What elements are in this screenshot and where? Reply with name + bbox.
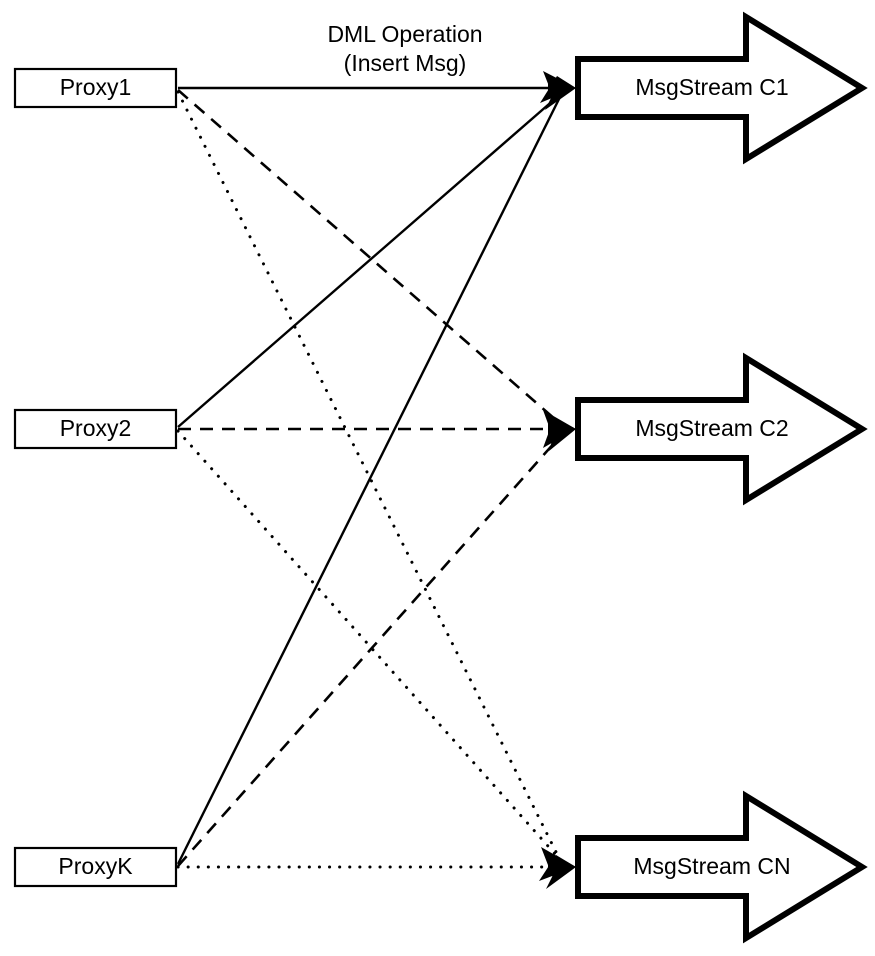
proxy-node-proxyk[interactable]: ProxyK bbox=[13, 846, 178, 888]
arrowhead-layer bbox=[539, 71, 576, 889]
block-arrow-shape[interactable] bbox=[575, 790, 868, 944]
proxy-layer: Proxy1 Proxy2 ProxyK bbox=[13, 67, 178, 888]
block-arrow-shape[interactable] bbox=[575, 11, 868, 165]
stream-node-cn[interactable]: MsgStream CN bbox=[575, 790, 868, 944]
arrowhead-c2 bbox=[543, 410, 576, 451]
connection-proxyk-to-c2 bbox=[177, 431, 565, 867]
connection-proxy2-to-cn bbox=[176, 429, 566, 866]
edge-label-line2: (Insert Msg) bbox=[344, 50, 467, 76]
connection-layer bbox=[176, 86, 568, 869]
edge-label-line1: DML Operation bbox=[327, 21, 482, 47]
connection-proxy1-to-cn bbox=[176, 90, 564, 866]
stream-label: MsgStream C2 bbox=[635, 415, 788, 441]
connection-proxyk-to-c1 bbox=[176, 92, 564, 865]
stream-node-c2[interactable]: MsgStream C2 bbox=[575, 352, 868, 506]
stream-label: MsgStream C1 bbox=[635, 74, 788, 100]
proxy-node-proxy1[interactable]: Proxy1 bbox=[13, 67, 178, 109]
proxy-node-proxy2[interactable]: Proxy2 bbox=[13, 408, 178, 450]
stream-label: MsgStream CN bbox=[633, 853, 790, 879]
stream-layer: MsgStream C1 MsgStream C2 MsgStream CN bbox=[575, 11, 868, 944]
proxy-label: ProxyK bbox=[58, 853, 133, 879]
connection-proxy1-to-c2 bbox=[177, 89, 565, 428]
block-arrow-shape[interactable] bbox=[575, 352, 868, 506]
edge-label-dml-operation: DML Operation (Insert Msg) bbox=[327, 21, 482, 76]
connection-proxy2-to-c1 bbox=[177, 90, 565, 428]
proxy-box[interactable] bbox=[13, 408, 178, 450]
arrowhead-c1 bbox=[540, 71, 576, 110]
proxy-label: Proxy1 bbox=[60, 74, 132, 100]
proxy-box[interactable] bbox=[13, 846, 178, 888]
stream-node-c1[interactable]: MsgStream C1 bbox=[575, 11, 868, 165]
proxy-box[interactable] bbox=[13, 67, 178, 109]
arrowhead-cn bbox=[539, 847, 576, 889]
proxy-label: Proxy2 bbox=[60, 415, 132, 441]
